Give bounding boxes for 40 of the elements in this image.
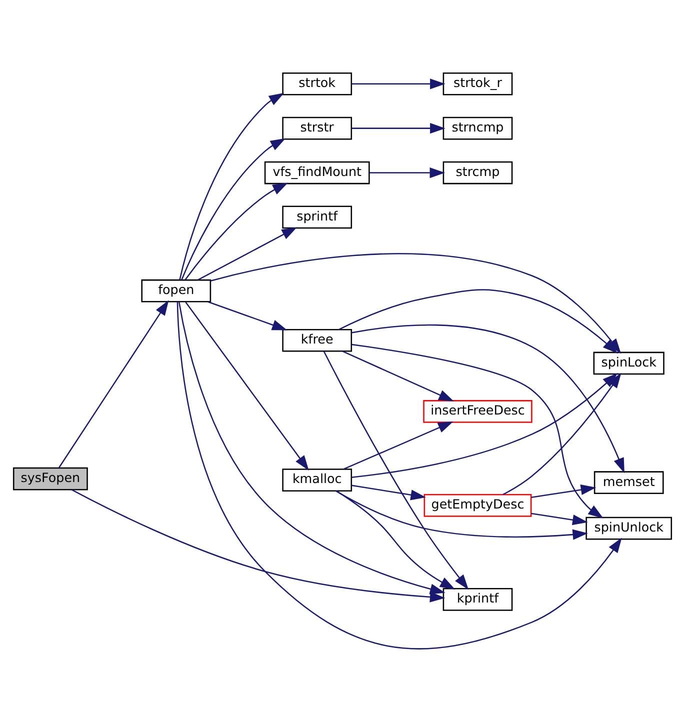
node-box: strncmp [442, 116, 513, 140]
arrow [179, 92, 284, 280]
arrow [531, 484, 596, 498]
node-box: spinUnlock [586, 516, 672, 540]
arrow [351, 484, 426, 500]
arrow [351, 324, 624, 473]
node-box: vfs_findMount [264, 160, 370, 184]
node-box: insertFreeDesc [423, 400, 532, 422]
node-box: kprintf [442, 588, 513, 610]
arrow [208, 300, 288, 330]
node-box: kmalloc [282, 468, 352, 491]
arrow [352, 78, 446, 89]
arrow [184, 182, 288, 280]
node-box: sprintf [282, 205, 352, 228]
node-box: memset [594, 470, 664, 494]
arrow [352, 343, 604, 518]
node-box: strcmp [442, 160, 513, 184]
node-box: strtok_r [442, 72, 513, 95]
node-box: strstr [282, 116, 352, 140]
arrow [352, 122, 446, 134]
node-box: fopen [141, 278, 212, 302]
arrow [323, 350, 469, 590]
node-box: spinLock [593, 351, 664, 374]
arrow [338, 288, 618, 354]
arrow [336, 490, 456, 589]
arrow [185, 301, 309, 470]
arrow [343, 421, 454, 470]
arrow [71, 488, 446, 602]
arrow [58, 300, 169, 468]
arrow [336, 490, 588, 540]
node-box: strtok [282, 72, 352, 95]
arrow [181, 138, 286, 280]
arrow [178, 302, 446, 594]
arrow [369, 166, 446, 178]
node-box: sysFopen [12, 466, 88, 490]
arrow [342, 350, 454, 401]
node-box: getEmptyDesc [424, 494, 532, 516]
arrow [198, 226, 298, 280]
arrow [531, 512, 588, 525]
node-box: kfree [282, 328, 352, 352]
